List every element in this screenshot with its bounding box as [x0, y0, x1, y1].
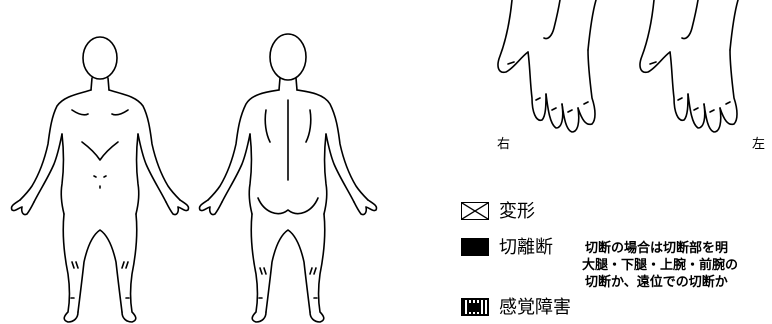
- hand-label-left: 左: [752, 137, 766, 152]
- legend-sensory: 感覚障害: [461, 298, 571, 318]
- body-front-diagram: [10, 36, 190, 323]
- legend-deformity: 変形: [461, 202, 535, 222]
- amputation-swatch-icon: [461, 238, 489, 256]
- amputation-note-line-1: 切断の場合は切断部を明: [585, 241, 729, 256]
- deformity-swatch-icon: [461, 202, 489, 220]
- sensory-swatch-icon: [461, 298, 489, 316]
- legend-amputation: 切離断: [461, 238, 553, 258]
- legend-deformity-label: 変形: [499, 201, 535, 222]
- amputation-note-line-3: 切断か、遠位での切断か: [585, 275, 728, 290]
- legend-amputation-label: 切離断: [499, 237, 553, 258]
- legend-sensory-label: 感覚障害: [499, 297, 571, 318]
- body-back-diagram: [198, 33, 378, 323]
- hand-label-right: 右: [497, 137, 511, 152]
- hands-palm-diagram: [497, 0, 739, 133]
- amputation-note-line-2: 大腿・下腿・上腕・前腕の: [582, 258, 739, 273]
